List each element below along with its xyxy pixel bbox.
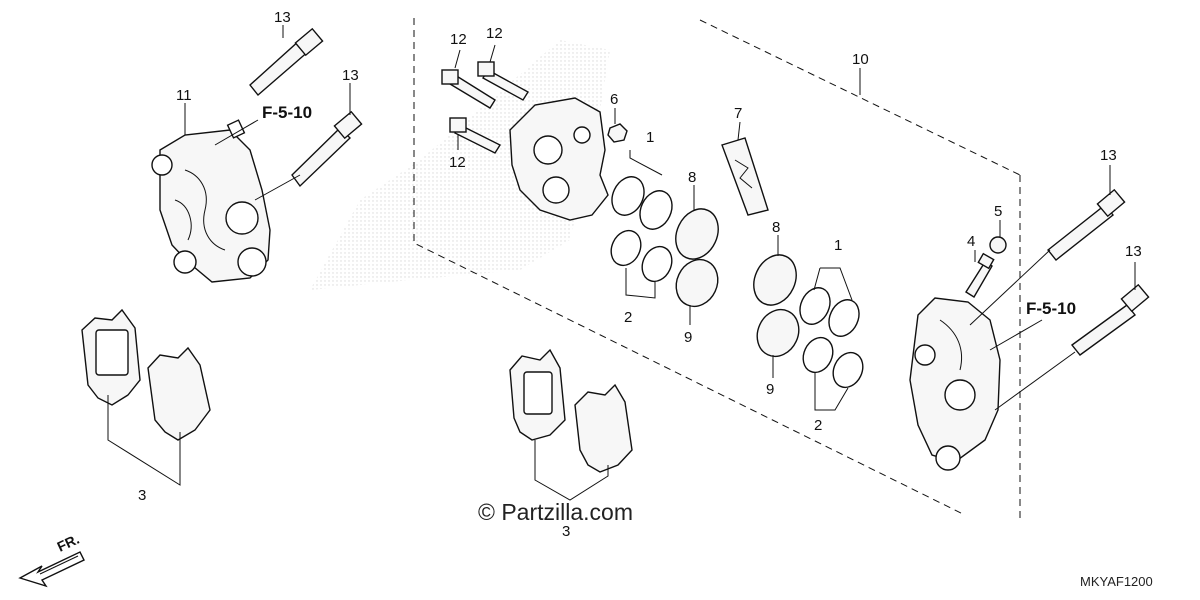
front-direction-arrow: [18, 551, 85, 588]
callout-4: 4: [967, 233, 975, 250]
bleeder-screw-4[interactable]: [965, 252, 995, 298]
callout-7: 7: [734, 105, 742, 122]
callout-5: 5: [994, 203, 1002, 220]
seal-ring-1-right[interactable]: [794, 283, 864, 341]
partzilla-watermark: © Partzilla.com: [478, 499, 633, 525]
ref-f-5-10-right: F-5-10: [1026, 299, 1076, 318]
callout-2-center: 2: [624, 309, 632, 326]
nut-6[interactable]: [607, 123, 628, 143]
callout-1-center: 1: [646, 129, 654, 146]
ref-f-5-10-left: F-5-10: [262, 103, 312, 122]
seal-ring-2-right[interactable]: [798, 333, 869, 392]
callout-8-center: 8: [688, 169, 696, 186]
piston-8-right[interactable]: [746, 248, 804, 312]
diagram-code: MKYAF1200: [1080, 574, 1153, 589]
callout-3-left: 3: [138, 487, 146, 504]
brake-pad-center-2[interactable]: [574, 383, 633, 473]
bolt-12-top-left[interactable]: [441, 69, 496, 109]
leader-lines: [107, 25, 1136, 501]
bolt-12-bottom[interactable]: [449, 117, 502, 154]
bolt-13-left-mid[interactable]: [291, 110, 363, 188]
bolt-13-right-bottom[interactable]: [1070, 283, 1150, 356]
front-label: FR.: [55, 531, 82, 555]
piston-8-center[interactable]: [668, 202, 726, 266]
brake-pad-left-1[interactable]: [81, 308, 141, 406]
left-caliper-11[interactable]: [151, 119, 271, 283]
callout-9-right: 9: [766, 381, 774, 398]
callout-2-right: 2: [814, 417, 822, 434]
callout-13-left-mid: 13: [342, 67, 359, 84]
assembly-box-10: [413, 18, 1021, 518]
bolt-12-top-right[interactable]: [477, 61, 529, 101]
piston-9-right[interactable]: [750, 303, 807, 363]
pad-spring-7[interactable]: [721, 137, 769, 216]
seal-ring-2-center[interactable]: [606, 226, 678, 286]
callout-13-right-top: 13: [1100, 147, 1117, 164]
bleeder-cap-5[interactable]: [989, 236, 1007, 254]
brake-pad-left-2[interactable]: [147, 346, 211, 441]
callout-6: 6: [610, 91, 618, 108]
callout-8-right: 8: [772, 219, 780, 236]
callout-9-center: 9: [684, 329, 692, 346]
bolt-13-left-top[interactable]: [249, 27, 324, 97]
right-caliper[interactable]: [909, 297, 1001, 471]
center-caliper-body[interactable]: [509, 97, 609, 221]
seal-ring-1-center[interactable]: [606, 172, 678, 235]
background-watermark: [310, 40, 610, 290]
callout-13-left-top: 13: [274, 9, 291, 26]
callout-12-c: 12: [449, 154, 466, 171]
callout-13-right-bottom: 13: [1125, 243, 1142, 260]
bolt-13-right-top[interactable]: [1047, 188, 1126, 261]
callout-1-right: 1: [834, 237, 842, 254]
callout-12-a: 12: [450, 31, 467, 48]
callout-12-b: 12: [486, 25, 503, 42]
brake-pad-center-1[interactable]: [509, 348, 566, 441]
callout-3-center: 3: [562, 523, 570, 540]
piston-9-center[interactable]: [669, 253, 726, 313]
callout-11: 11: [176, 87, 192, 104]
callout-10: 10: [852, 51, 869, 68]
